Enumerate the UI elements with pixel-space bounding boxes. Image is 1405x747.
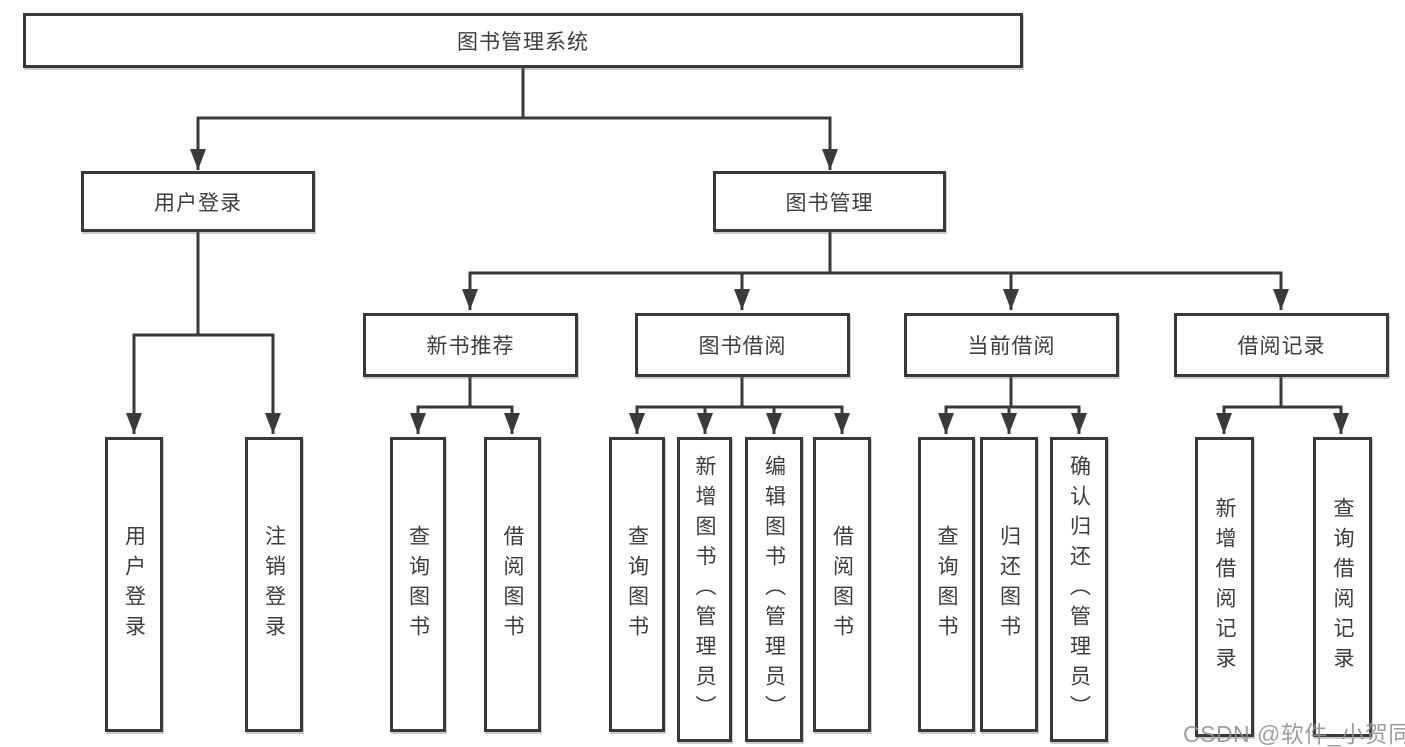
leaf-add-book-admin: 新增图书（管理员） [677, 437, 732, 742]
leaf-query-book-2: 查询图书 [609, 437, 665, 732]
node-library-system: 图书管理系统 [23, 13, 1023, 68]
leaf-borrow-book-2-label: 借阅图书 [830, 524, 854, 645]
leaf-edit-book-admin: 编辑图书（管理员） [745, 437, 803, 742]
leaf-logout: 注销登录 [245, 437, 303, 732]
leaf-add-book-admin-label: 新增图书（管理员） [693, 454, 716, 725]
connector-new-book-to-leaves [410, 377, 520, 434]
leaf-confirm-return-admin-label: 确认归还（管理员） [1067, 454, 1091, 725]
csdn-watermark: CSDN @软件_小贺同学 [1183, 721, 1405, 747]
leaf-query-book-1: 查询图书 [390, 437, 446, 732]
leaf-return-book-label: 归还图书 [997, 524, 1021, 645]
connector-current-borrow-to-leaves [938, 377, 1087, 434]
leaf-logout-label: 注销登录 [262, 524, 286, 645]
leaf-query-book-1-label: 查询图书 [406, 524, 430, 645]
connector-book-borrow-to-leaves [629, 377, 850, 434]
leaf-borrow-book-1: 借阅图书 [484, 437, 541, 732]
node-book-management: 图书管理 [713, 171, 946, 232]
node-book-borrow: 图书借阅 [635, 313, 850, 377]
leaf-add-borrow-record-label: 新增借阅记录 [1213, 497, 1236, 677]
leaf-user-login: 用户登录 [105, 437, 163, 732]
node-current-borrow: 当前借阅 [904, 313, 1119, 377]
leaf-return-book: 归还图书 [980, 437, 1038, 732]
node-new-book-recommend: 新书推荐 [363, 313, 578, 377]
leaf-add-borrow-record: 新增借阅记录 [1195, 437, 1254, 737]
node-user-login: 用户登录 [81, 171, 315, 232]
connector-root-to-branches [190, 68, 838, 170]
leaf-borrow-book-1-label: 借阅图书 [501, 524, 524, 645]
leaf-user-login-label: 用户登录 [122, 524, 146, 645]
node-borrow-record: 借阅记录 [1174, 313, 1389, 377]
leaf-query-book-3: 查询图书 [918, 437, 975, 732]
leaf-query-borrow-record-label: 查询借阅记录 [1331, 497, 1354, 677]
connector-book-mgmt-to-groups [462, 232, 1289, 310]
leaf-query-book-2-label: 查询图书 [625, 524, 649, 645]
leaf-query-borrow-record: 查询借阅记录 [1313, 437, 1372, 737]
leaf-query-book-3-label: 查询图书 [935, 524, 958, 645]
connector-borrow-record-to-leaves [1216, 377, 1349, 434]
connector-user-login-to-leaves [126, 232, 281, 434]
leaf-borrow-book-2: 借阅图书 [813, 437, 871, 732]
leaf-confirm-return-admin: 确认归还（管理员） [1050, 437, 1108, 742]
leaf-edit-book-admin-label: 编辑图书（管理员） [762, 454, 786, 725]
